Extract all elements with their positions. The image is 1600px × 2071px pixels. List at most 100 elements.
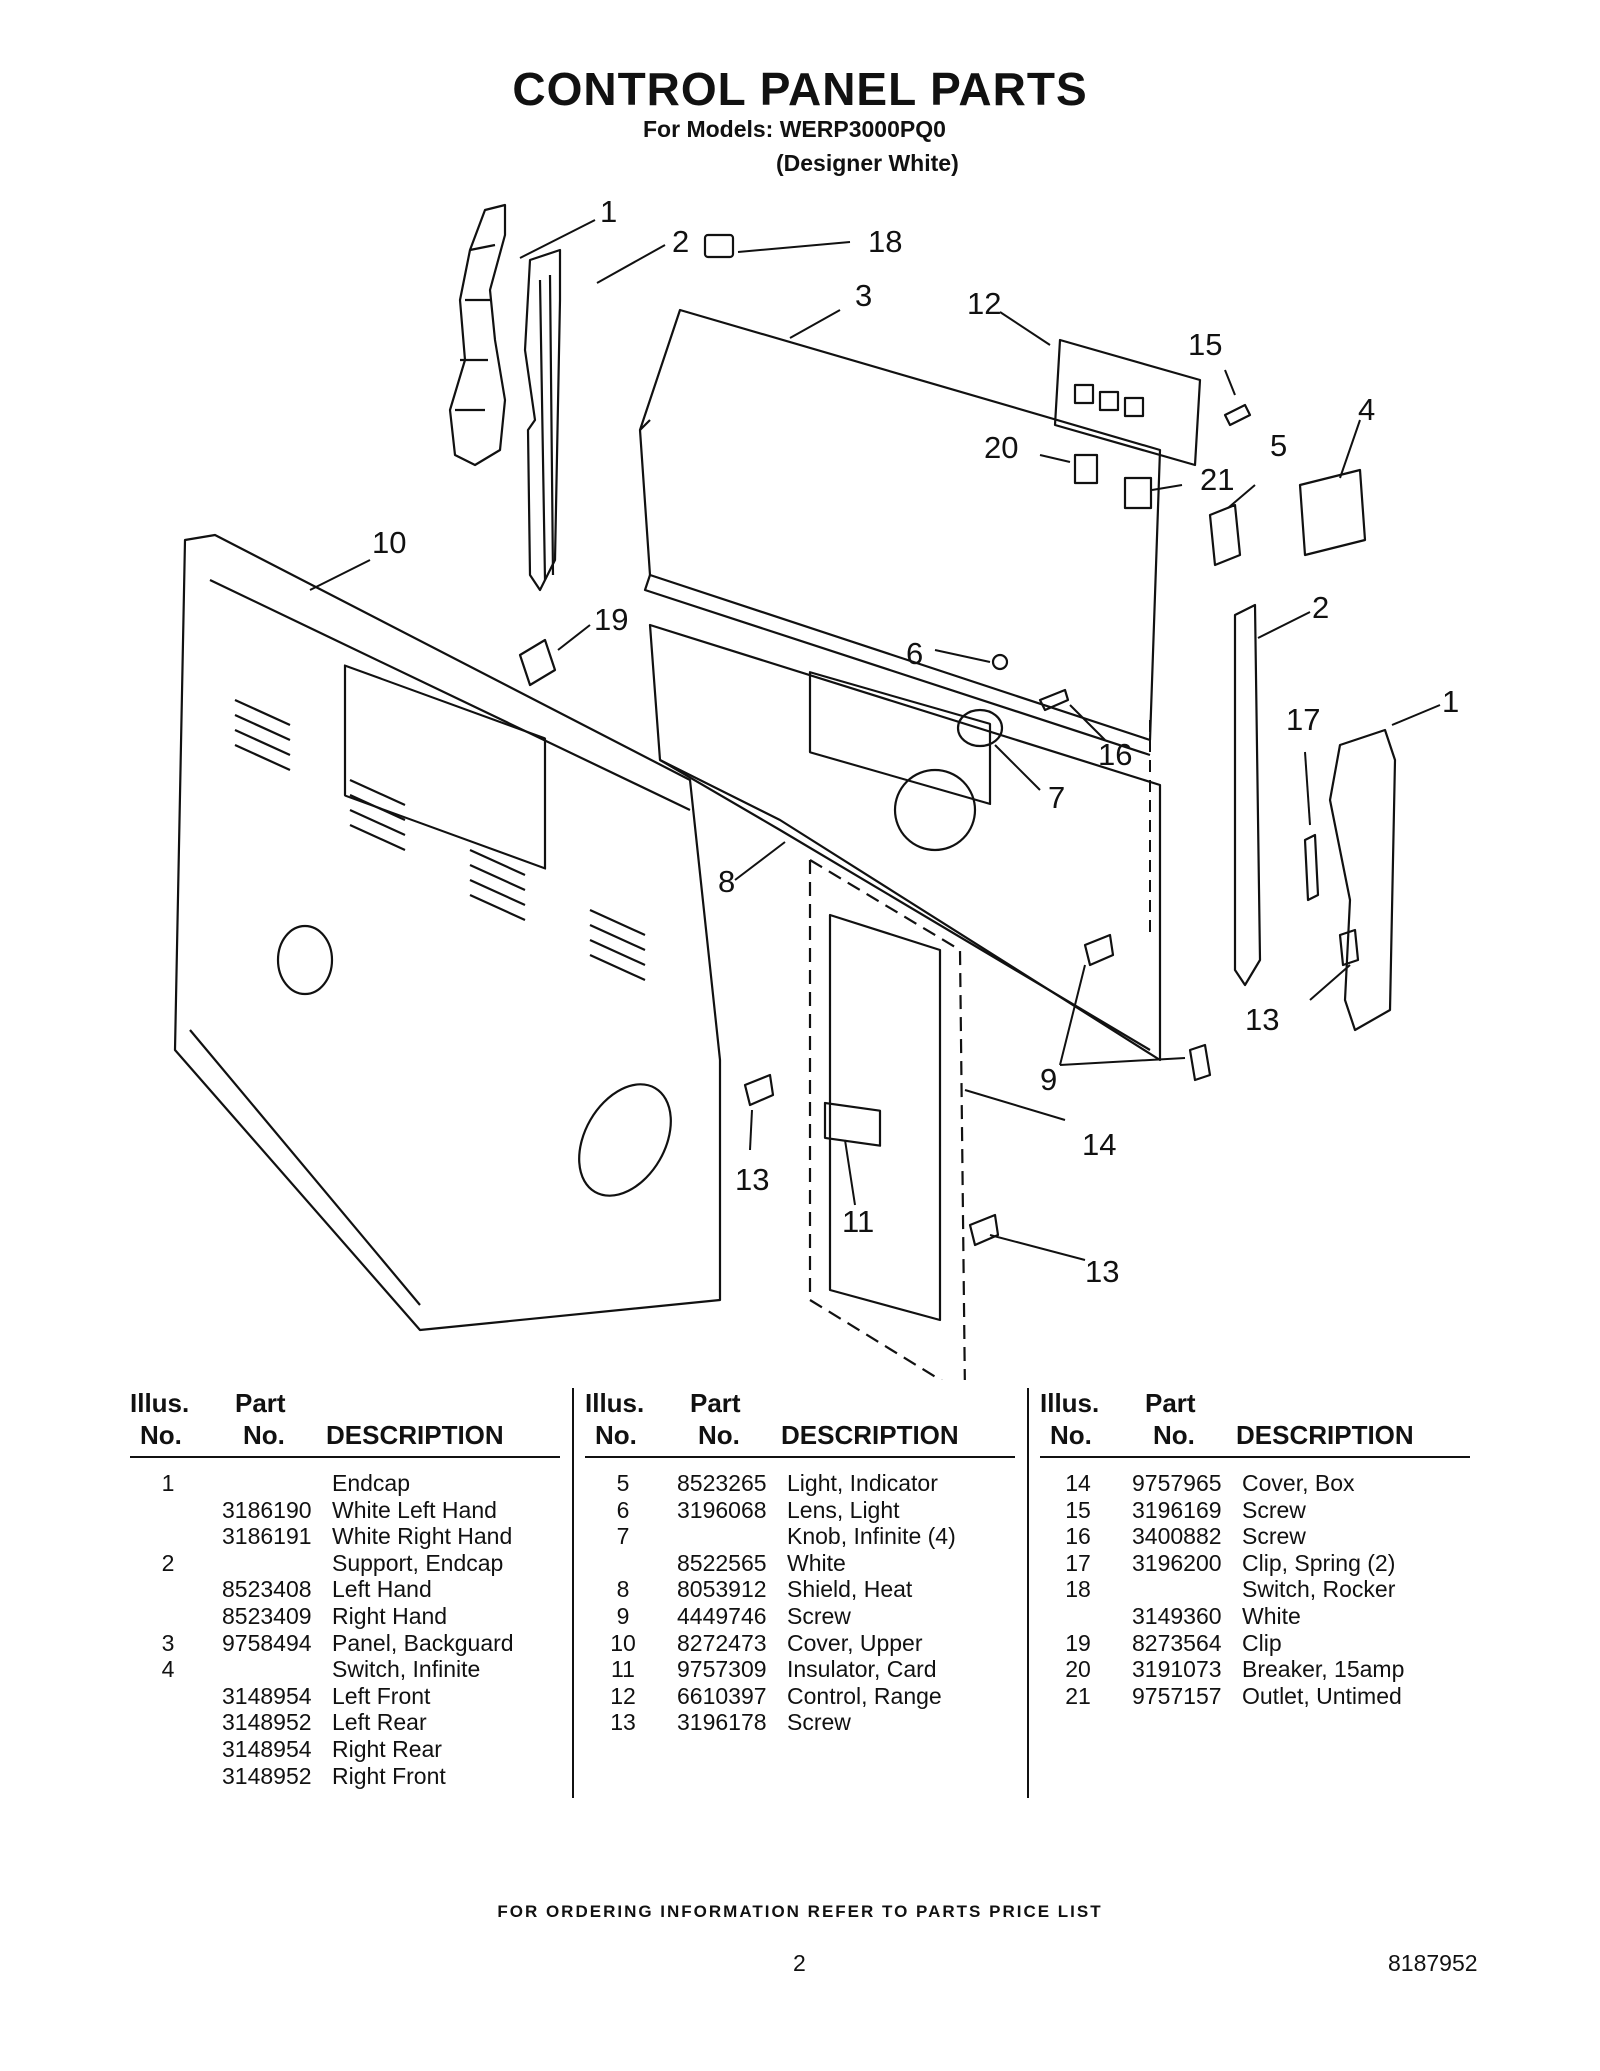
callout-5: 5 (1270, 428, 1287, 463)
backguard-panel-part (638, 308, 1162, 742)
upper-cover-part (173, 533, 722, 1332)
illus-number-cell: 11 (611, 1656, 635, 1683)
illus-number-cell: 2 (161, 1549, 175, 1576)
callout-3: 3 (855, 278, 872, 313)
models-line: For Models: WERP3000PQ0 (643, 116, 946, 142)
callout-21: 21 (1200, 462, 1234, 497)
callout-1b: 1 (1442, 684, 1459, 719)
box-cover-part (828, 913, 942, 1322)
col3-desc-header: DESCRIPTION (1236, 1420, 1414, 1450)
illus-number-cell: 3 (161, 1629, 175, 1656)
knob-part (956, 708, 1004, 748)
description-cell: Switch, Infinite (332, 1656, 481, 1683)
part-number-cell: 3148952 (222, 1762, 312, 1789)
description-cell: Left Hand (332, 1576, 432, 1603)
illus-number-cell: 17 (1065, 1549, 1091, 1576)
part-number-cell: 3186190 (222, 1496, 312, 1523)
part-number-cell: 3148954 (222, 1682, 312, 1709)
col2-rule (585, 1456, 1015, 1458)
col1-part-header: Part (235, 1388, 286, 1418)
lens-part (991, 653, 1009, 671)
callout-4: 4 (1358, 392, 1375, 427)
part-number-cell: 8522565 (677, 1549, 767, 1576)
part-number-cell: 3148954 (222, 1736, 312, 1762)
illus-number-cell: 15 (1065, 1496, 1091, 1523)
table-row: 7 Knob, Infinite (4) (585, 1523, 1015, 1549)
part-number-cell: 3191073 (1132, 1656, 1222, 1683)
page-number: 2 (793, 1950, 806, 1976)
callout-13c: 13 (1085, 1254, 1119, 1289)
illus-number-cell: 12 (610, 1682, 636, 1709)
illus-number-cell: 4 (161, 1656, 175, 1683)
description-cell: Left Front (332, 1682, 431, 1709)
description-cell: Insulator, Card (787, 1656, 937, 1683)
part-number-cell: 3196178 (677, 1709, 767, 1736)
description-cell: Outlet, Untimed (1242, 1682, 1402, 1709)
col1-part-header-2: No. (243, 1420, 285, 1450)
page-title: CONTROL PANEL PARTS (512, 63, 1088, 115)
screw-9b-part (1188, 1043, 1212, 1082)
callout-8: 8 (718, 864, 735, 899)
col2-part-header-2: No. (698, 1420, 740, 1450)
part-number-cell: 8053912 (677, 1576, 767, 1603)
illus-number-cell: 13 (610, 1709, 636, 1736)
callout-9: 9 (1040, 1062, 1057, 1097)
part-number-cell: 8523408 (222, 1576, 312, 1603)
description-cell: Right Rear (332, 1736, 442, 1762)
col3-part-header: Part (1145, 1388, 1196, 1418)
callout-17: 17 (1286, 702, 1320, 737)
endcap-left-part (448, 203, 507, 467)
table-row: 8523408 Left Hand (130, 1576, 560, 1602)
col2-desc-header: DESCRIPTION (781, 1420, 959, 1450)
illus-number-cell: 18 (1065, 1576, 1091, 1603)
illus-number-cell: 9 (616, 1603, 630, 1629)
col2-illus-header: Illus. (585, 1388, 645, 1418)
callout-13a: 13 (735, 1162, 769, 1197)
support-left-part (523, 248, 562, 592)
illus-number-cell: 20 (1065, 1656, 1091, 1683)
part-number-cell: 9757157 (1132, 1682, 1222, 1709)
description-cell: White (1242, 1603, 1301, 1629)
screw-9a-part (1083, 933, 1115, 967)
description-cell: Clip, Spring (2) (1242, 1549, 1396, 1576)
callout-20: 20 (984, 430, 1018, 465)
description-cell: Right Hand (332, 1603, 448, 1629)
description-cell: Screw (1242, 1496, 1306, 1523)
spring-clip-part (1303, 833, 1320, 902)
illus-number-cell: 14 (1065, 1470, 1091, 1496)
description-cell: Shield, Heat (787, 1576, 913, 1603)
illus-number-cell: 10 (610, 1629, 636, 1656)
description-cell: Panel, Backguard (332, 1629, 514, 1656)
description-cell: Left Rear (332, 1709, 427, 1736)
callout-11: 11 (842, 1204, 874, 1239)
col3-illus-header-2: No. (1050, 1420, 1092, 1450)
callout-13b: 13 (1245, 1002, 1279, 1037)
callout-12: 12 (967, 286, 1001, 321)
part-number-cell: 8523265 (677, 1470, 767, 1496)
description-cell: Screw (1242, 1523, 1306, 1550)
screw-16-part (1038, 688, 1070, 712)
description-cell: Knob, Infinite (4) (787, 1523, 956, 1550)
document-number: 8187952 (1388, 1950, 1478, 1976)
illus-number-cell: 7 (616, 1523, 630, 1550)
callout-15: 15 (1188, 327, 1222, 362)
illus-number-cell: 8 (616, 1576, 630, 1603)
callout-1: 1 (600, 194, 617, 229)
part-number-cell: 3149360 (1132, 1603, 1222, 1629)
color-line: (Designer White) (776, 150, 959, 176)
